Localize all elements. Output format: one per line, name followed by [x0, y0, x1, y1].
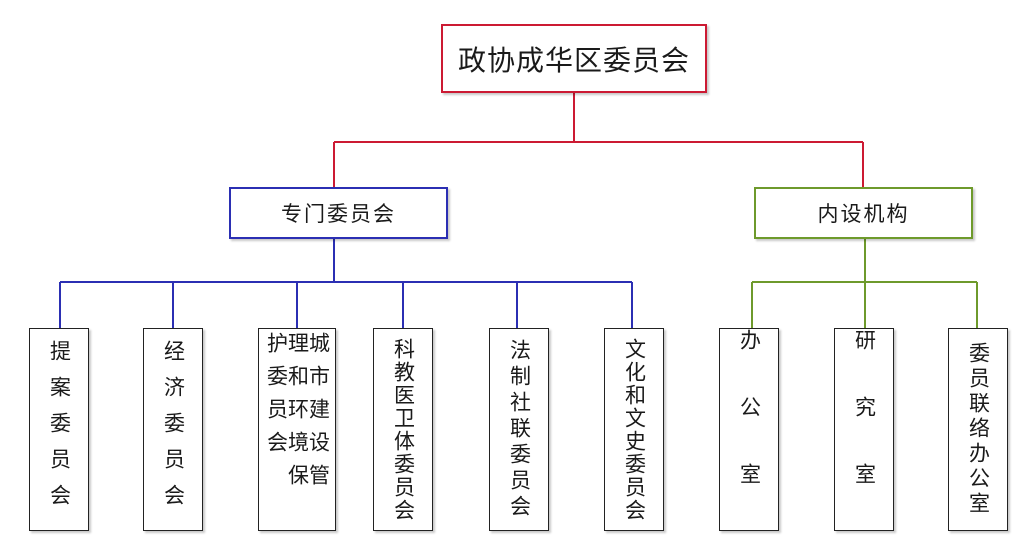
leaf-node-urban-construction-committee: 城市建设管理和环境保护委员会	[258, 328, 336, 531]
leaf-label: 提案委员会	[47, 339, 72, 520]
leaf-label: 研究室	[852, 329, 877, 530]
root-node: 政协成华区委员会	[441, 24, 707, 93]
leaf-label: 科教医卫体委员会	[391, 337, 416, 522]
group-node-special-committees: 专门委员会	[229, 187, 448, 239]
leaf-node-member-liaison-office: 委员联络办公室	[948, 328, 1008, 531]
root-connectors	[333, 93, 864, 187]
leaf-label: 委员联络办公室	[966, 342, 991, 517]
leaf-label: 办公室	[737, 329, 762, 530]
leaf-node-science-education-committee: 科教医卫体委员会	[373, 328, 433, 531]
group-node-internal-bodies: 内设机构	[754, 187, 973, 239]
group-2-connectors	[751, 239, 978, 328]
group-label: 内设机构	[817, 202, 910, 226]
group-1-connectors	[59, 239, 633, 328]
leaf-label: 城市建设管理和环境保护委员会	[264, 331, 331, 497]
group-label: 专门委员会	[281, 202, 396, 226]
leaf-node-research-office: 研究室	[834, 328, 894, 531]
leaf-label: 文化和文史委员会	[622, 337, 647, 522]
leaf-label: 法制社联委员会	[507, 338, 532, 521]
root-label: 政协成华区委员会	[457, 43, 690, 77]
leaf-node-economic-committee: 经济委员会	[143, 328, 203, 531]
leaf-node-proposal-committee: 提案委员会	[29, 328, 89, 531]
leaf-node-culture-history-committee: 文化和文史委员会	[604, 328, 664, 531]
leaf-node-legal-social-committee: 法制社联委员会	[489, 328, 549, 531]
leaf-node-general-office: 办公室	[719, 328, 779, 531]
leaf-label: 经济委员会	[161, 339, 186, 520]
